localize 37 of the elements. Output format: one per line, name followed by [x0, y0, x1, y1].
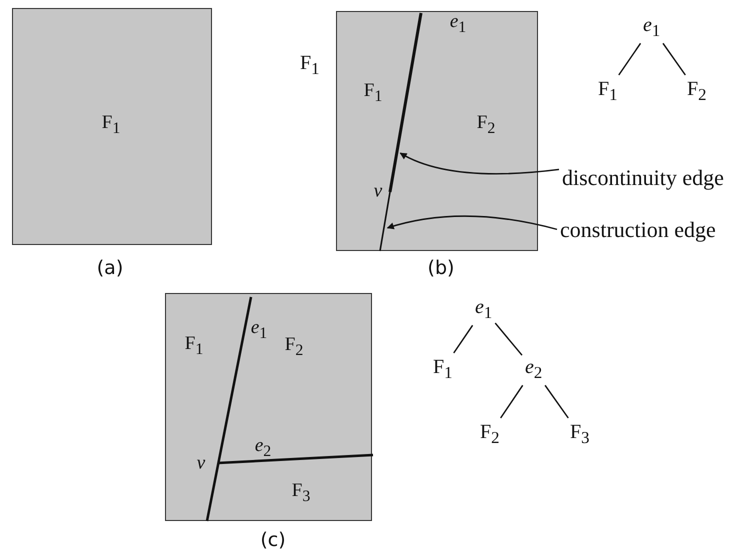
tree-node-label: F$_{3}$ — [570, 421, 590, 448]
tree-branch-line — [453, 324, 474, 354]
callout-text: discontinuity edge — [562, 166, 724, 190]
tree-node-label: e$_{2}$ — [525, 356, 542, 382]
tree-branch-line — [494, 322, 523, 356]
region-label: F$_{2}$ — [476, 113, 496, 137]
tree-branch-line — [618, 42, 642, 76]
vertex-label: v — [374, 182, 382, 200]
region-label: F$_{1}$ — [184, 334, 204, 358]
line-label: e$_{1}$ — [250, 318, 268, 342]
tree-branch-line — [500, 384, 524, 418]
leader-arrow — [400, 152, 560, 174]
region-label: F$_{1}$ — [102, 113, 120, 137]
callout-text: construction edge — [560, 218, 716, 242]
region-label: F$_{3}$ — [292, 481, 310, 505]
region-label: F$_{1}$ — [300, 52, 320, 78]
tree-branch-line — [662, 42, 686, 76]
tree-node-label: F$_{1}$ — [598, 78, 618, 104]
leader-arrow — [386, 215, 558, 230]
panel-caption: (b) — [428, 257, 454, 279]
line-label: e$_{2}$ — [254, 436, 272, 460]
line-label: e$_{1}$ — [450, 12, 466, 36]
region-label: F$_{1}$ — [364, 81, 382, 105]
shaded-panel — [12, 8, 212, 245]
tree-node-label: F$_{2}$ — [480, 421, 500, 448]
tree-branch-line — [544, 384, 569, 418]
shaded-panel — [165, 293, 372, 521]
tree-node-label: F$_{1}$ — [433, 356, 452, 382]
region-label: F$_{2}$ — [284, 335, 304, 359]
tree-node-label: F$_{2}$ — [687, 78, 706, 104]
tree-node-label: e$_{1}$ — [643, 14, 660, 40]
vertex-label: v — [196, 454, 206, 472]
shaded-panel — [336, 11, 538, 251]
edge-line — [388, 12, 422, 192]
panel-caption: (a) — [96, 257, 124, 279]
tree-node-label: e$_{1}$ — [475, 296, 492, 322]
panel-caption: (c) — [260, 529, 286, 551]
